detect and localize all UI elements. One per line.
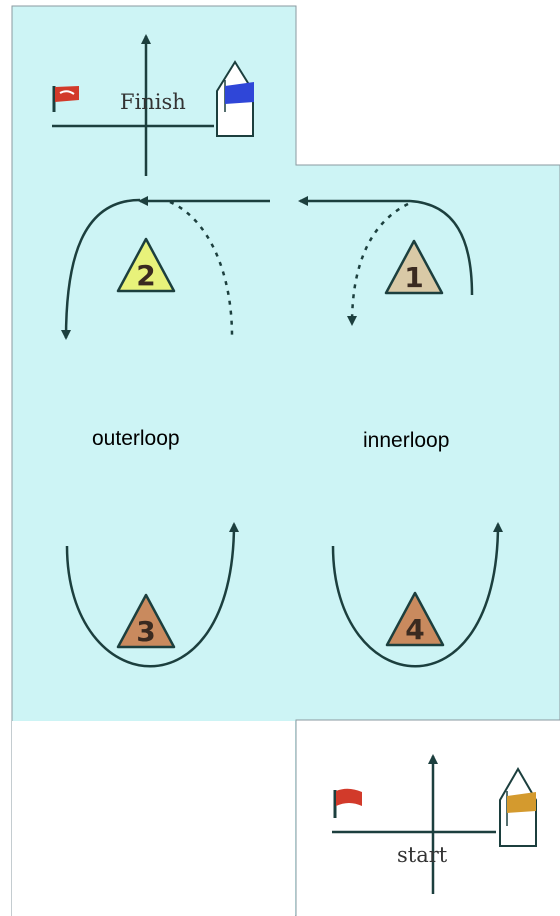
mark-1-number: 1 <box>404 261 423 294</box>
outer-loop-label: outerloop <box>92 427 180 450</box>
start-label: start <box>397 843 448 867</box>
mark-1-rounding-path <box>409 199 474 296</box>
mark-4-rounding-path <box>331 522 503 668</box>
mark-4: 4 <box>385 591 445 647</box>
mark-1: 1 <box>384 239 444 295</box>
start-area: start <box>332 754 537 894</box>
water-lower-left-blank <box>12 721 295 916</box>
water-area <box>11 5 560 916</box>
mark-4-number: 4 <box>405 613 424 646</box>
finish-label: Finish <box>120 90 186 114</box>
mark-2-dotted-path <box>169 200 234 337</box>
mark-3-rounding-path <box>65 522 239 668</box>
finish-area: Finish <box>52 34 254 176</box>
inner-loop-label: innerloop <box>363 429 449 452</box>
mark-3-number: 3 <box>136 615 155 648</box>
mark-1-dotted-path <box>347 202 409 326</box>
finish-flag-icon <box>52 86 79 112</box>
finish-committee-boat-icon <box>216 60 254 137</box>
mark-2-number: 2 <box>136 259 155 292</box>
mark-2-rounding-path <box>61 198 141 340</box>
mark-3: 3 <box>116 593 176 649</box>
start-committee-boat-icon <box>499 767 537 847</box>
start-flag-icon <box>333 788 362 818</box>
mark-2: 2 <box>116 237 176 293</box>
